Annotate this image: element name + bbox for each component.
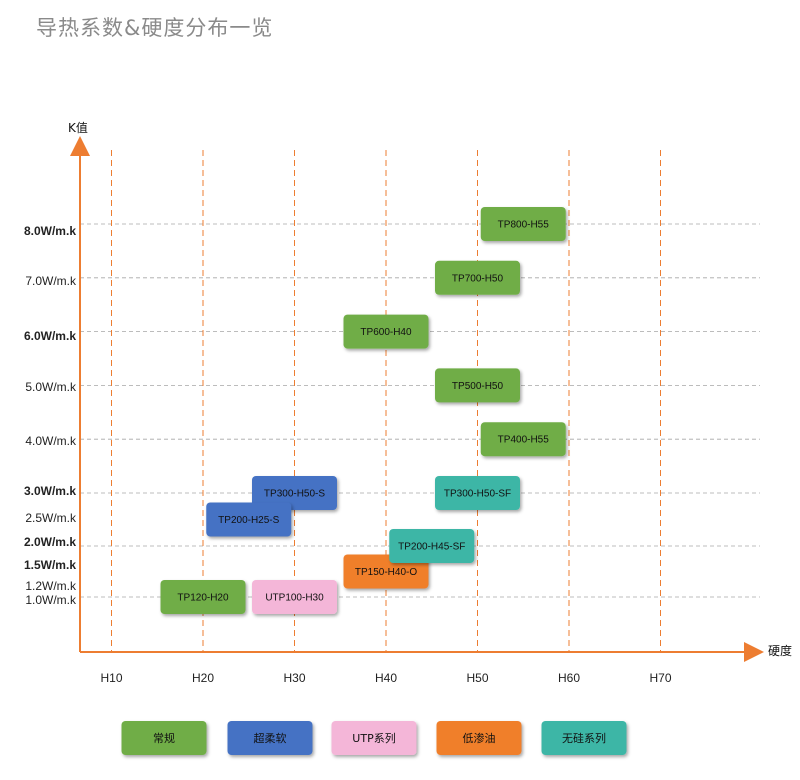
legend-swatch	[541, 721, 627, 755]
data-point-label: TP300-H50-SF	[444, 489, 511, 500]
data-boxes: TP800-H55TP700-H50TP600-H40TP500-H50TP40…	[160, 207, 566, 614]
data-point-label: TP600-H40	[360, 327, 412, 338]
y-axis-title: K值	[68, 120, 88, 135]
legend: 常规 超柔软 UTP系列 低渗油 无硅系列	[121, 721, 627, 755]
y-tick-label: 1.5W/m.k	[24, 558, 76, 572]
data-point-box: TP300-H50-S	[252, 476, 337, 510]
x-tick-label: H10	[100, 671, 122, 685]
data-point-label: TP150-H40-O	[355, 567, 417, 578]
y-tick-label: 2.5W/m.k	[25, 511, 77, 525]
legend-swatch	[436, 721, 522, 755]
grid	[80, 150, 760, 652]
x-tick-label: H20	[192, 671, 214, 685]
data-point-box: TP600-H40	[343, 314, 429, 349]
data-point-rect	[252, 580, 337, 614]
x-tick-label: H60	[558, 671, 580, 685]
data-point-box: TP700-H50	[435, 260, 520, 295]
data-point-rect	[206, 502, 292, 537]
data-point-label: TP120-H20	[177, 593, 229, 604]
x-tick-label: H30	[283, 671, 305, 685]
y-tick-label: 1.2W/m.k	[25, 579, 77, 593]
legend-swatch	[331, 721, 417, 755]
legend-label: 无硅系列	[562, 731, 606, 745]
data-point-label: TP200-H25-S	[218, 515, 279, 526]
data-point-rect	[480, 422, 566, 457]
data-point-box: TP500-H50	[435, 368, 520, 403]
data-point-label: TP300-H50-S	[264, 489, 325, 500]
data-point-box: TP120-H20	[160, 580, 246, 614]
data-point-rect	[343, 314, 429, 349]
y-tick-label: 5.0W/m.k	[25, 380, 77, 394]
data-point-box: TP200-H45-SF	[389, 529, 475, 563]
data-point-label: UTP100-H30	[265, 593, 324, 604]
x-axis-title: 硬度	[768, 643, 792, 658]
data-point-rect	[252, 476, 337, 510]
data-point-box: TP200-H25-S	[206, 502, 292, 537]
y-tick-label: 4.0W/m.k	[25, 434, 77, 448]
page-title: 导热系数&硬度分布一览	[36, 16, 274, 40]
data-point-label: TP700-H50	[452, 273, 504, 284]
legend-label: UTP系列	[352, 731, 395, 745]
y-tick-label: 6.0W/m.k	[24, 329, 76, 343]
data-point-label: TP500-H50	[452, 381, 504, 392]
legend-label: 常规	[153, 731, 175, 745]
legend-swatch	[227, 721, 313, 755]
data-point-rect	[389, 529, 475, 563]
data-point-rect	[160, 580, 246, 614]
legend-item: 无硅系列	[541, 721, 627, 755]
y-tick-label: 3.0W/m.k	[24, 484, 76, 498]
data-point-rect	[480, 207, 566, 241]
data-point-box: TP300-H50-SF	[435, 476, 520, 510]
data-point-label: TP800-H55	[498, 220, 550, 231]
data-point-box: TP800-H55	[480, 207, 566, 241]
y-tick-label: 8.0W/m.k	[24, 224, 76, 238]
legend-item: 常规	[121, 721, 207, 755]
legend-label: 低渗油	[463, 731, 496, 745]
y-tick-label: 7.0W/m.k	[25, 274, 77, 288]
legend-label: 超柔软	[254, 731, 287, 745]
legend-item: 超柔软	[227, 721, 313, 755]
x-tick-label: H40	[375, 671, 397, 685]
legend-item: UTP系列	[331, 721, 417, 755]
legend-swatch	[121, 721, 207, 755]
data-point-rect	[435, 368, 520, 403]
data-point-label: TP200-H45-SF	[398, 542, 465, 553]
x-tick-label: H50	[466, 671, 488, 685]
legend-item: 低渗油	[436, 721, 522, 755]
y-tick-label: 1.0W/m.k	[25, 593, 77, 607]
data-point-box: UTP100-H30	[252, 580, 337, 614]
data-point-rect	[435, 476, 520, 510]
data-point-box: TP400-H55	[480, 422, 566, 457]
x-tick-label: H70	[649, 671, 671, 685]
data-point-label: TP400-H55	[498, 435, 550, 446]
data-point-rect	[435, 260, 520, 295]
y-tick-label: 2.0W/m.k	[24, 535, 76, 549]
